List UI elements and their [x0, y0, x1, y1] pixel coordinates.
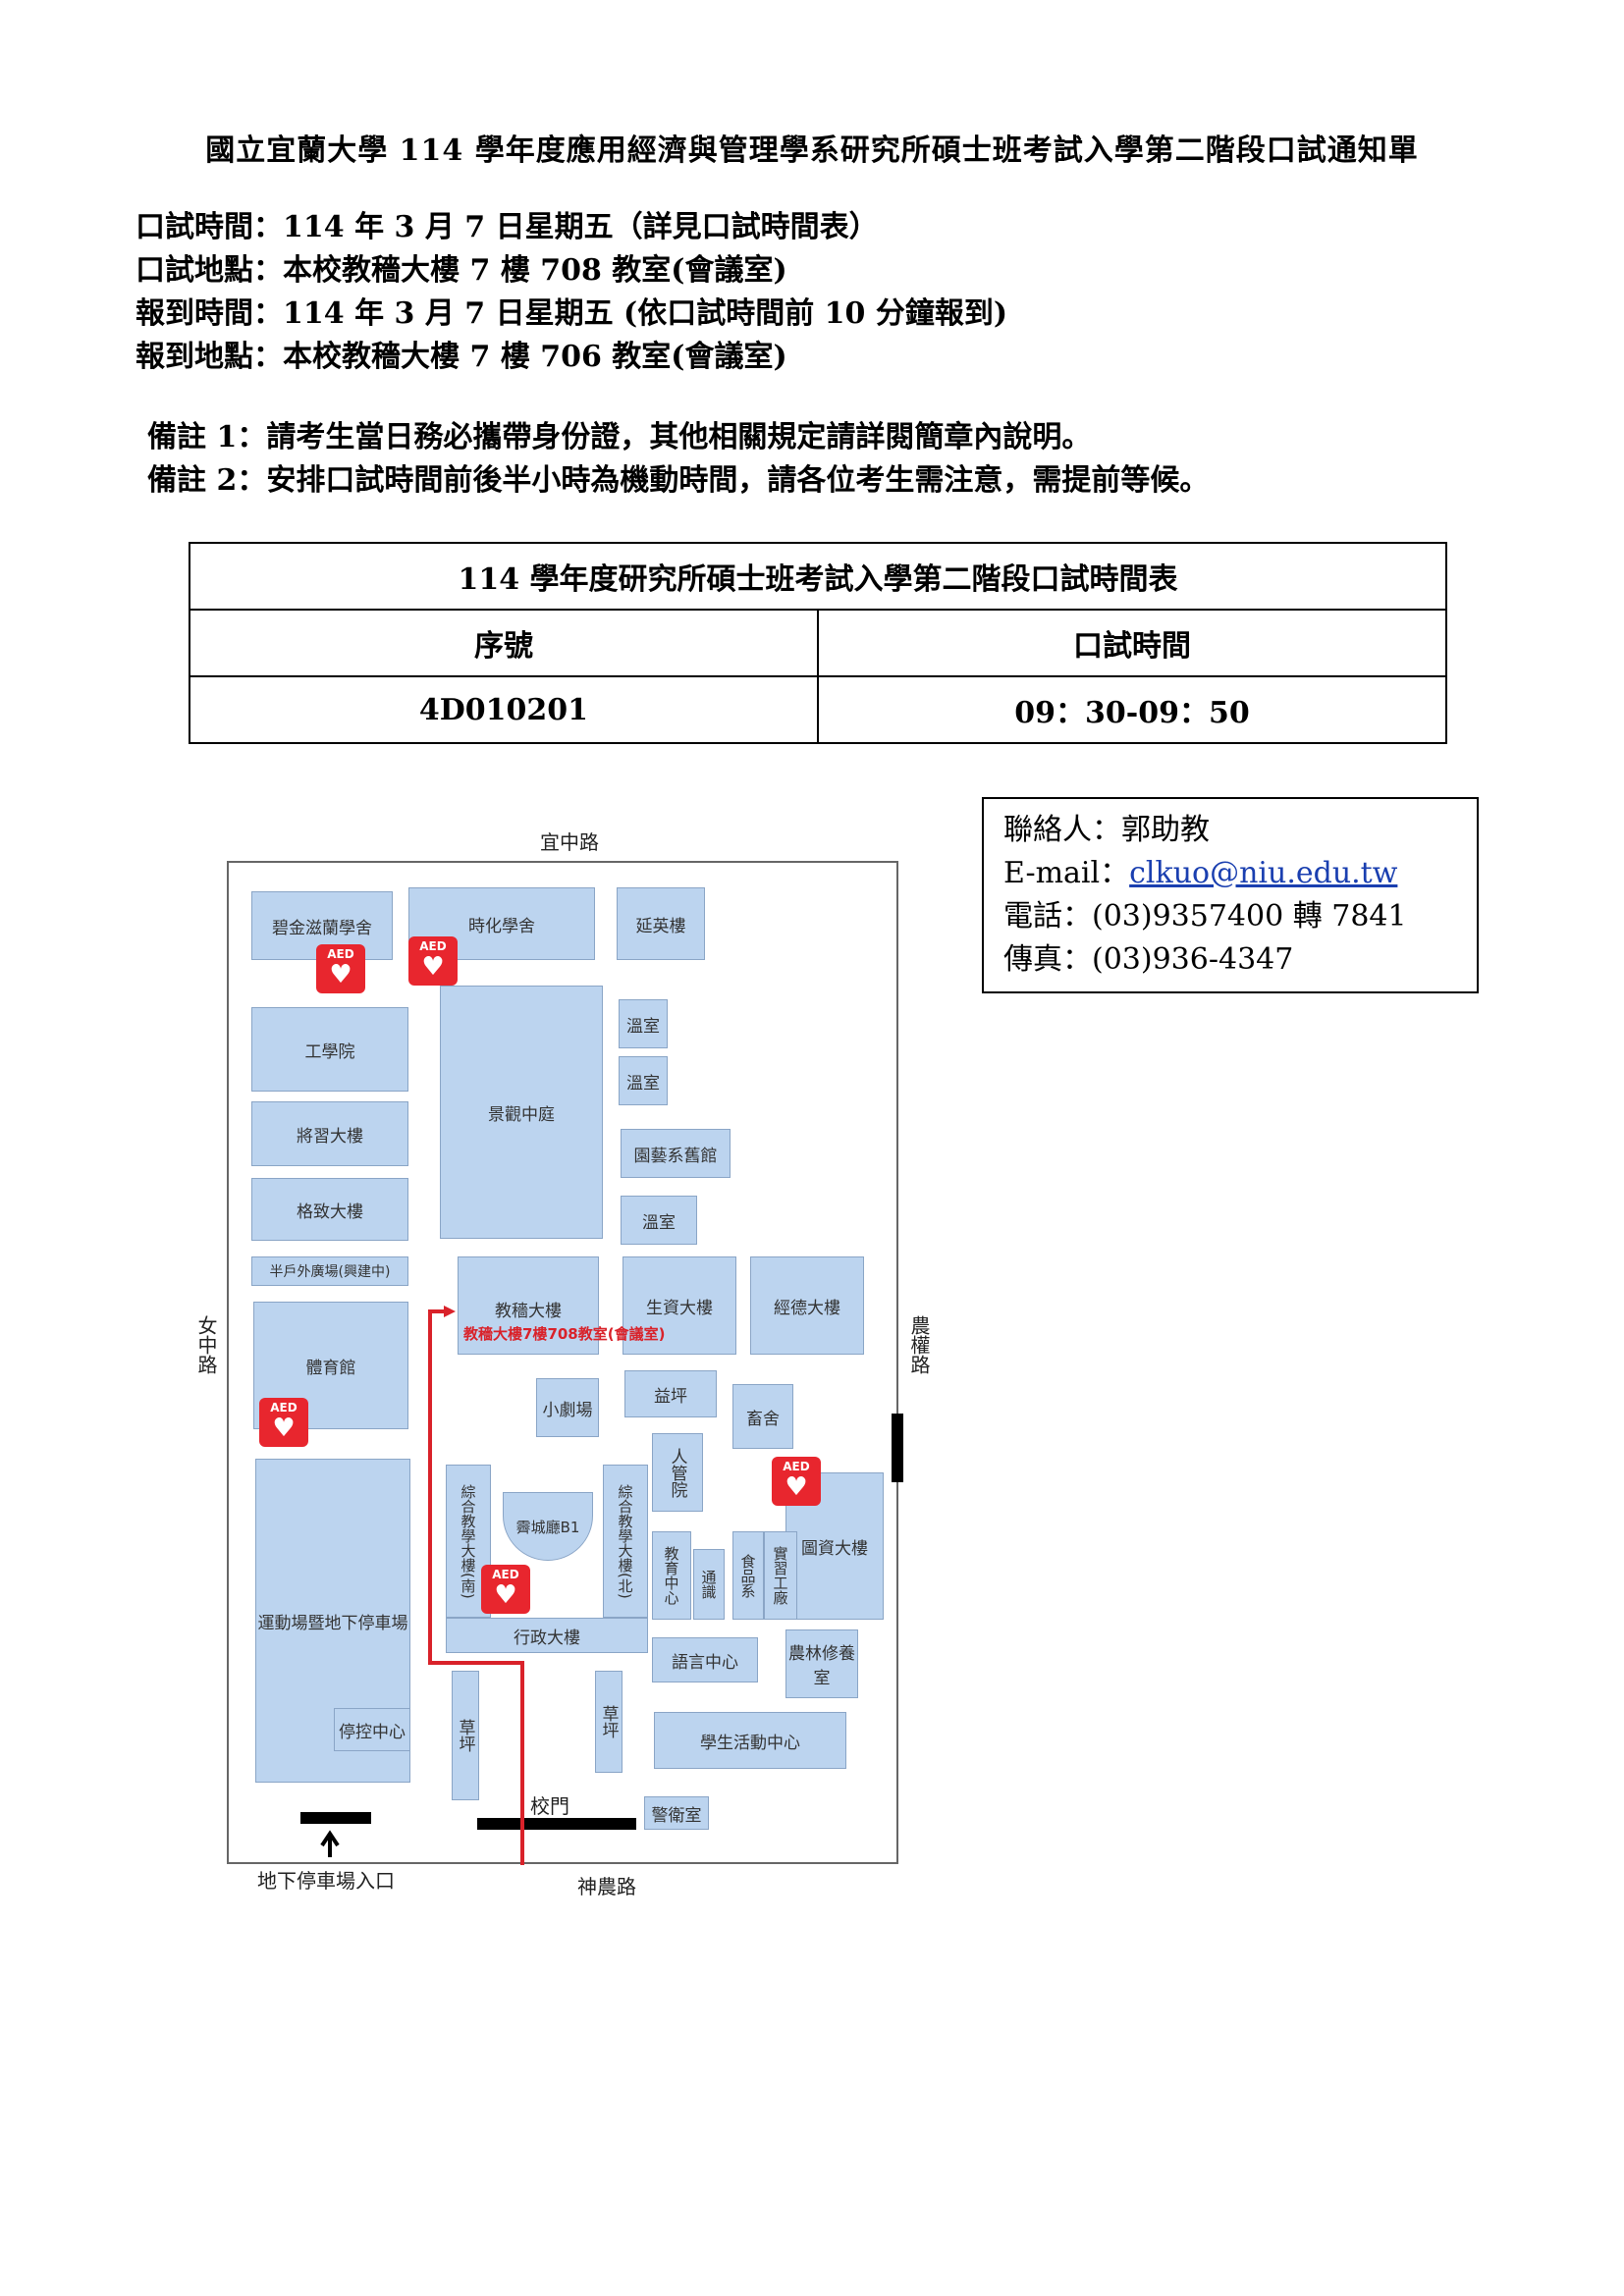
building-b35: 草坪: [595, 1671, 623, 1773]
notice-title: 國立宜蘭大學 114 學年度應用經濟與管理學系研究所碩士班考試入學第二階段口試通…: [205, 133, 1419, 168]
schedule-table: 114 學年度研究所碩士班考試入學第二階段口試時間表 序號 口試時間 4D010…: [189, 542, 1447, 744]
building-b23: 綜合教學大樓(北): [603, 1465, 648, 1618]
building-b2: 時化學舍: [408, 887, 595, 960]
campus-outline: [227, 861, 903, 1865]
road-south: 神農路: [577, 1875, 636, 1898]
building-b9: 園藝系舊館: [621, 1129, 731, 1178]
contact-fax: 傳真：(03)936-4347: [1003, 942, 1294, 977]
building-b25: 教育中心: [652, 1531, 691, 1620]
building-b5: 溫室: [619, 999, 668, 1048]
contact-box: 聯絡人：郭助教 E-mail：clkuo@niu.edu.tw 電話：(03)9…: [982, 797, 1479, 993]
exam-info: 口試時間：114 年 3 月 7 日星期五（詳見口試時間表） 口試地點：本校教穡…: [135, 206, 1007, 379]
parking-entrance-label: 地下停車場入口: [257, 1869, 395, 1893]
note-2: 備註 2：安排口試時間前後半小時為機動時間，請各位考生需注意，需提前等候。: [147, 463, 1210, 498]
aed-label: AED: [419, 939, 447, 953]
building-b16: 體育館: [253, 1302, 408, 1429]
building-b27: 食品系: [732, 1531, 764, 1620]
building-b13: 教穡大樓: [458, 1256, 599, 1355]
table-row: 4D010201 09：30-09：50: [189, 675, 1447, 744]
aed-marker: AED♥: [408, 936, 458, 986]
aed-marker: AED♥: [481, 1565, 530, 1614]
road-north: 宜中路: [540, 830, 599, 854]
cell-serial: 4D010201: [189, 675, 819, 744]
aed-heart-icon: ♥: [421, 952, 445, 982]
building-b28: 實習工廠: [764, 1531, 797, 1620]
aed-label: AED: [783, 1460, 810, 1473]
schedule-caption: 114 學年度研究所碩士班考試入學第二階段口試時間表: [189, 542, 1447, 611]
aed-label: AED: [492, 1568, 519, 1581]
aed-marker: AED♥: [259, 1398, 308, 1447]
road-east: 農權路: [907, 1315, 931, 1374]
aed-heart-icon: ♥: [785, 1472, 808, 1502]
building-b26: 通識: [693, 1549, 725, 1620]
aed-marker: AED♥: [772, 1457, 821, 1506]
building-b34: 草坪: [452, 1671, 479, 1800]
building-b10: 格致大樓: [251, 1178, 408, 1241]
building-b31: 語言中心: [652, 1637, 758, 1682]
note-1: 備註 1：請考生當日務必攜帶身份證，其他相關規定請詳閱簡章內說明。: [147, 420, 1092, 454]
target-room-label: 教穡大樓7樓708教室(會議室): [463, 1325, 666, 1343]
header-time: 口試時間: [817, 609, 1447, 677]
email-link[interactable]: clkuo@niu.edu.tw: [1129, 856, 1398, 890]
building-b30: 行政大樓: [446, 1618, 648, 1653]
notes: 備註 1：請考生當日務必攜帶身份證，其他相關規定請詳閱簡章內說明。 備註 2：安…: [147, 416, 1209, 503]
campus-map: 宜中路 女中路 農權路 神農路 校門 地下停車場入口 碧金滋蘭學舍 時化學舍 延…: [177, 805, 931, 1904]
aed-label: AED: [327, 947, 354, 961]
building-b7: 景觀中庭: [440, 986, 603, 1239]
cell-time: 09：30-09：50: [817, 675, 1447, 744]
road-west: 女中路: [194, 1315, 218, 1374]
email-label: E-mail：: [1003, 856, 1130, 890]
building-b36: 學生活動中心: [654, 1712, 846, 1769]
contact-email-line: E-mail：clkuo@niu.edu.tw: [1003, 852, 1457, 895]
contact-person: 聯絡人：郭助教: [1003, 813, 1210, 847]
checkin-location: 報到地點：本校教穡大樓 7 樓 706 教室(會議室): [135, 340, 787, 374]
building-b19: 畜舍: [732, 1384, 793, 1449]
building-b11: 溫室: [621, 1196, 697, 1245]
gate-label: 校門: [530, 1794, 569, 1818]
building-b32: 農林修養室: [785, 1629, 858, 1698]
building-b15: 經德大樓: [750, 1256, 864, 1355]
building-b18: 益坪: [624, 1370, 717, 1417]
aed-marker: AED♥: [316, 944, 365, 993]
building-b8: 將習大樓: [251, 1101, 408, 1166]
aed-heart-icon: ♥: [329, 960, 352, 989]
building-b12: 半戶外廣場(興建中): [251, 1256, 408, 1286]
exam-time: 口試時間：114 年 3 月 7 日星期五（詳見口試時間表）: [135, 210, 879, 244]
building-b4: 工學院: [251, 1007, 408, 1092]
building-b6: 溫室: [619, 1056, 668, 1105]
checkin-time: 報到時間：114 年 3 月 7 日星期五 (依口試時間前 10 分鐘報到): [135, 296, 1008, 331]
exam-location: 口試地點：本校教穡大樓 7 樓 708 教室(會議室): [135, 253, 787, 288]
building-b20: 人管院: [652, 1433, 703, 1512]
contact-phone: 電話：(03)9357400 轉 7841: [1003, 899, 1407, 934]
building-b14: 生資大樓: [623, 1256, 736, 1355]
building-b17: 小劇場: [536, 1378, 599, 1437]
aed-heart-icon: ♥: [494, 1580, 517, 1610]
building-b37: 警衛室: [644, 1796, 709, 1830]
aed-heart-icon: ♥: [272, 1414, 296, 1443]
header-serial: 序號: [189, 609, 819, 677]
building-b3: 延英樓: [617, 887, 705, 960]
building-b33: 停控中心: [334, 1708, 410, 1751]
aed-label: AED: [270, 1401, 298, 1415]
